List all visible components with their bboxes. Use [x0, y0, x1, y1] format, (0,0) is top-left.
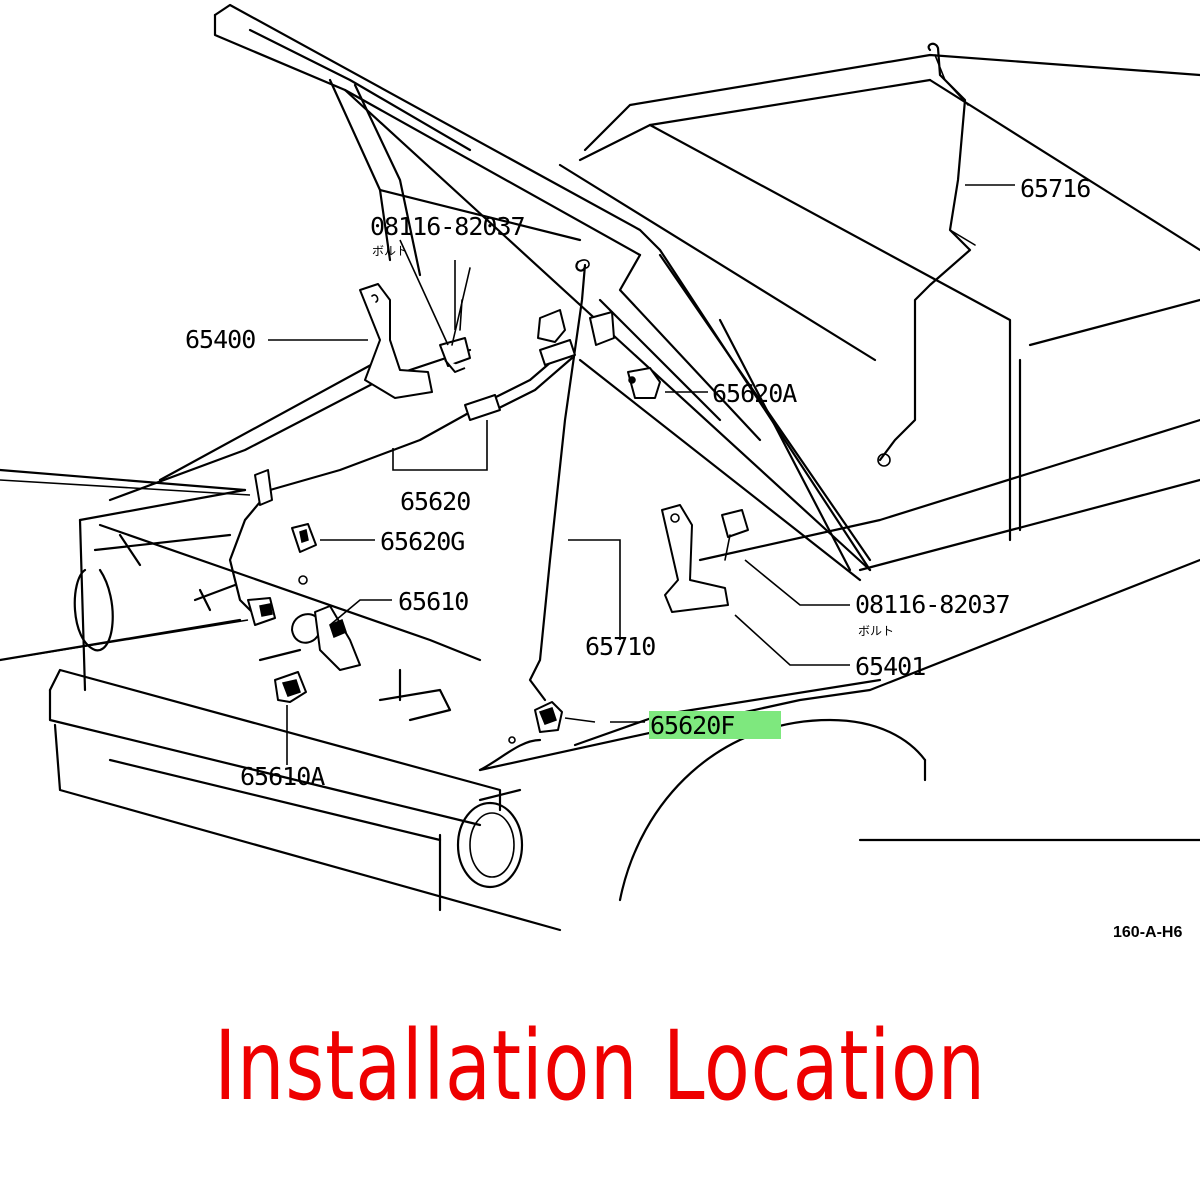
label-65620F: 65620F — [650, 711, 734, 740]
label-65610A: 65610A — [240, 762, 325, 791]
highlight-65620F — [649, 711, 781, 739]
parts-diagram: 65716 08116-82037 ボルト 65400 65620A 65620… — [0, 3, 1200, 941]
label-bolt-top: ボルト — [372, 244, 408, 258]
caption-title: Installation Location — [214, 1010, 986, 1122]
prop-rod — [528, 259, 590, 702]
leader-lines — [0, 184, 1015, 765]
label-65716: 65716 — [1020, 174, 1090, 203]
diagram-ref-code: 160-A-H6 — [1113, 924, 1182, 941]
label-65610: 65610 — [398, 587, 468, 616]
label-bolt-right: ボルト — [858, 624, 894, 638]
hood-support-rod — [877, 42, 976, 467]
label-65400: 65400 — [185, 325, 255, 354]
label-65401: 65401 — [855, 652, 925, 681]
latch-and-clips — [247, 309, 661, 744]
label-65620G: 65620G — [380, 527, 464, 556]
hood-hinge-left — [359, 283, 433, 399]
release-cable — [228, 339, 576, 617]
hood-hinge-right — [661, 504, 729, 613]
label-65620A: 65620A — [712, 379, 797, 408]
label-08116-top: 08116-82037 — [370, 212, 525, 241]
bolt-right — [721, 509, 749, 561]
label-65710: 65710 — [585, 632, 655, 661]
label-65620: 65620 — [400, 487, 470, 516]
label-08116-right: 08116-82037 — [855, 590, 1010, 619]
